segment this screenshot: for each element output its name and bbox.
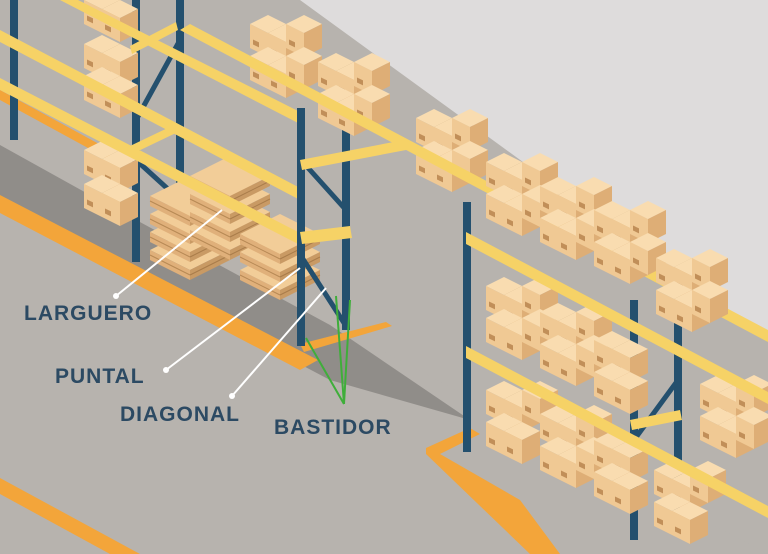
leader-puntal [165,267,301,371]
beam-larguero [0,30,300,200]
beam-larguero [300,226,352,244]
upright [176,0,184,190]
upright [132,0,140,262]
floor-line [0,195,318,370]
leader-bastidor [343,299,351,405]
label-bastidor: BASTIDOR [274,416,392,439]
label-larguero: LARGUERO [24,302,153,325]
beam-larguero [300,140,406,170]
upright [463,202,471,452]
floor-line [300,322,392,352]
floor-line [426,428,560,554]
beam-larguero [466,232,768,404]
beam-larguero [130,124,178,154]
leader-larguero [115,209,223,297]
upright [10,0,18,140]
floor-line [0,90,110,160]
beam-larguero [630,410,682,430]
puntal-upright [297,108,305,346]
beam-larguero [466,346,768,518]
leader-bastidor [305,337,345,405]
beam-larguero [0,78,300,245]
leader-bastidor [335,295,345,405]
label-diagonal: DIAGONAL [120,403,240,426]
beam-larguero [130,22,178,54]
upright [674,316,682,536]
diagonal [631,378,681,442]
leader-diagonal [231,287,327,397]
label-puntal: PUNTAL [55,365,145,388]
floor-line [0,478,140,554]
beam-larguero [60,0,300,124]
